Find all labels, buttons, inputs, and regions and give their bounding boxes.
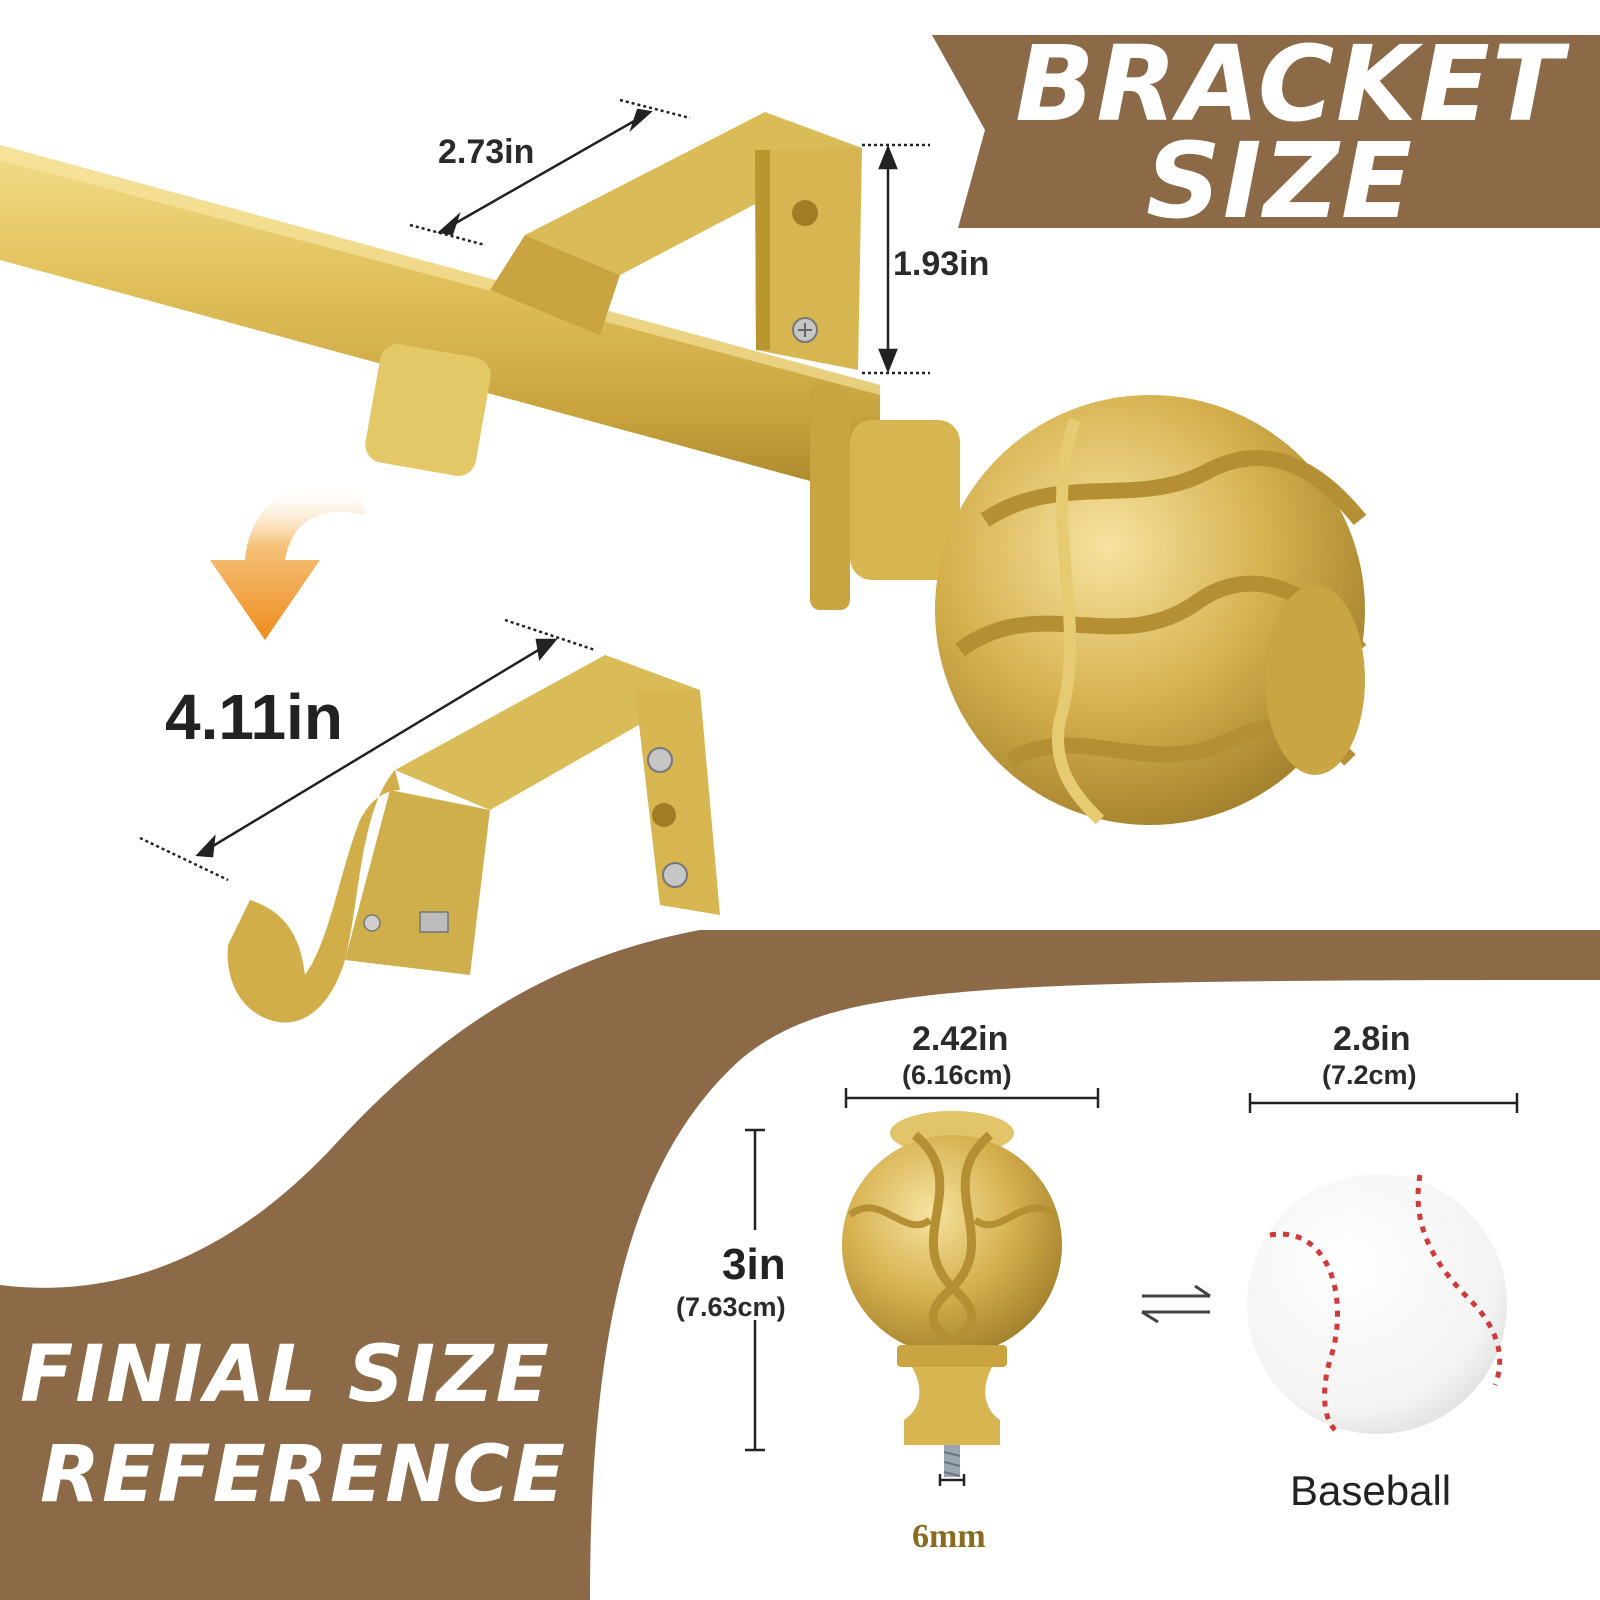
lower-bracket (227, 655, 720, 1023)
baseball-image (1247, 1174, 1507, 1434)
bracket-extended-depth-label: 4.11in (165, 681, 343, 753)
rod-finial (810, 385, 1367, 825)
baseball-label: Baseball (1290, 1467, 1452, 1514)
bracket-size-title-line1: BRACKET (1015, 23, 1565, 145)
bracket-height-label: 1.93in (893, 245, 990, 283)
finial-width-in: 2.42in (912, 1020, 1009, 1058)
upper-bracket (490, 112, 862, 370)
finial-width-cm: (6.16cm) (902, 1060, 1012, 1090)
bracket-depth-label: 2.73in (438, 133, 535, 171)
finial-detail (842, 1111, 1062, 1477)
rod-sleeve (365, 344, 491, 476)
dimension-lines-finial (745, 1088, 1519, 1486)
finial-thread-label: 6mm (912, 1518, 986, 1555)
baseball-width-cm: (7.2cm) (1322, 1060, 1417, 1090)
dimension-lines-bracket (139, 98, 930, 882)
bracket-banner-shape (932, 35, 1600, 228)
bracket-size-title-line2: SIZE (1145, 120, 1415, 242)
finial-size-title-line2: REFERENCE (40, 1430, 568, 1520)
baseball-width-in: 2.8in (1333, 1020, 1411, 1058)
curved-arrow-icon (210, 482, 365, 640)
exchange-arrows-icon (1141, 1284, 1211, 1324)
curtain-rod (0, 145, 880, 500)
finial-size-title-line1: FINIAL SIZE (20, 1330, 551, 1420)
finial-height-cm: (7.63cm) (676, 1292, 786, 1322)
finial-section-panel (590, 980, 1600, 1600)
finial-height-in: 3in (722, 1240, 786, 1289)
